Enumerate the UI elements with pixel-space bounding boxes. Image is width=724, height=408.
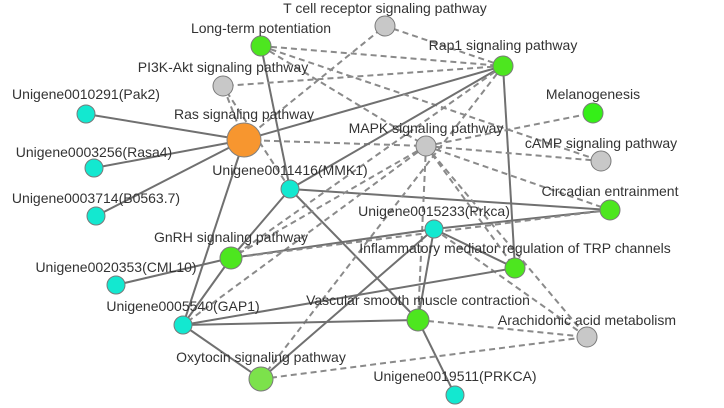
edge-prkca_ca-arach xyxy=(433,228,588,338)
edge-rap1-tcell xyxy=(384,25,504,67)
edge-rap1-oxy xyxy=(260,65,504,380)
edge-ras-gap1 xyxy=(182,139,245,326)
node-melano[interactable] xyxy=(582,102,604,124)
edge-ltp-rap1 xyxy=(260,45,504,67)
edge-mapk-arach xyxy=(425,145,588,338)
node-label-prkca_ca: Unigene0015233(Prkca) xyxy=(358,203,510,219)
node-rasa4[interactable] xyxy=(84,158,104,178)
node-ltp[interactable] xyxy=(250,35,272,57)
node-b0563[interactable] xyxy=(86,206,106,226)
edge-prkca_ca-inflam xyxy=(433,228,516,269)
edge-prkca_ca-oxy xyxy=(260,228,435,380)
node-label-gnrh: GnRH signaling pathway xyxy=(154,229,308,245)
node-label-pi3k: PI3K-Akt signaling pathway xyxy=(138,59,308,75)
edge-mapk-circ xyxy=(425,145,611,211)
edge-ras-mapk xyxy=(243,139,427,147)
edge-mmk1-gnrh xyxy=(230,188,291,259)
edge-layer xyxy=(85,25,611,396)
edge-mapk-gnrh xyxy=(230,145,427,259)
node-label-ras: Ras signaling pathway xyxy=(174,106,314,122)
edge-gap1-gnrh xyxy=(182,257,232,326)
label-layer: T cell receptor signaling pathwayLong-te… xyxy=(12,0,679,384)
edge-cml10-gnrh xyxy=(115,257,232,286)
node-label-camp: cAMP signaling pathway xyxy=(525,135,677,151)
node-circ[interactable] xyxy=(599,199,621,221)
node-label-arach: Arachidonic acid metabolism xyxy=(498,312,676,328)
node-mmk1[interactable] xyxy=(280,179,300,199)
node-ras[interactable] xyxy=(226,122,262,158)
node-gap1[interactable] xyxy=(173,315,193,335)
edge-circ-gnrh xyxy=(230,209,611,259)
node-label-b0563: Unigene0003714(B0563.7) xyxy=(12,190,180,206)
edge-gap1-vsmc xyxy=(182,319,419,326)
edge-mapk-gap1 xyxy=(182,145,427,326)
edge-prkca_ca-vsmc xyxy=(417,228,435,321)
edge-ras-rasa4 xyxy=(93,139,245,169)
node-label-gap1: Unigene0005540(GAP1) xyxy=(106,298,259,314)
edge-ras-rap1 xyxy=(243,65,504,141)
node-label-circ: Circadian entrainment xyxy=(542,183,679,199)
node-oxy[interactable] xyxy=(248,366,274,392)
node-label-vsmc: Vascular smooth muscle contraction xyxy=(306,292,530,308)
node-label-pak2: Unigene0010291(Pak2) xyxy=(12,86,160,102)
edge-mapk-inflam xyxy=(425,145,516,269)
node-pak2[interactable] xyxy=(76,104,96,124)
node-tcell[interactable] xyxy=(374,15,396,37)
node-gnrh[interactable] xyxy=(219,246,243,270)
node-prkca2[interactable] xyxy=(445,385,465,405)
node-camp[interactable] xyxy=(590,150,612,172)
node-inflam[interactable] xyxy=(504,257,526,279)
node-label-prkca2: Unigene0019511(PRKCA) xyxy=(373,368,536,384)
edge-ras-tcell xyxy=(243,25,386,141)
edge-ras-b0563 xyxy=(95,139,245,217)
node-label-mapk: MAPK signaling pathway xyxy=(349,120,504,136)
edge-mapk-melano xyxy=(425,112,594,147)
edge-vsmc-prkca2 xyxy=(417,319,456,396)
edge-mmk1-rap1 xyxy=(289,65,504,190)
edge-vsmc-arach xyxy=(417,319,588,338)
node-label-oxy: Oxytocin signaling pathway xyxy=(176,349,346,365)
edge-gap1-oxy xyxy=(182,324,262,380)
edge-oxy-arach xyxy=(260,336,588,380)
node-pi3k[interactable] xyxy=(212,75,234,97)
node-label-melano: Melanogenesis xyxy=(546,86,640,102)
edge-prkca_ca-gnrh xyxy=(230,228,435,259)
node-prkca_ca[interactable] xyxy=(424,219,444,239)
edge-ltp-mmk1 xyxy=(260,45,291,190)
edge-rap1-pi3k xyxy=(222,65,504,87)
node-rap1[interactable] xyxy=(492,55,514,77)
node-label-cml10: Unigene0020353(CML10) xyxy=(35,259,196,275)
node-mapk[interactable] xyxy=(415,135,437,157)
node-label-ltp: Long-term potentiation xyxy=(191,20,331,36)
edge-rap1-gnrh xyxy=(230,65,504,259)
node-label-tcell: T cell receptor signaling pathway xyxy=(283,0,487,16)
node-vsmc[interactable] xyxy=(406,308,430,332)
edge-rap1-inflam xyxy=(502,65,516,269)
edge-ltp-mapk xyxy=(260,45,427,147)
edge-ras-pak2 xyxy=(85,113,245,141)
node-label-rap1: Rap1 signaling pathway xyxy=(429,37,578,53)
node-layer xyxy=(76,15,621,405)
node-cml10[interactable] xyxy=(106,275,126,295)
edge-mapk-vsmc xyxy=(417,145,427,321)
node-arach[interactable] xyxy=(576,326,598,348)
edge-gap1-inflam xyxy=(182,267,516,326)
node-label-rasa4: Unigene0003256(Rasa4) xyxy=(16,144,172,160)
node-label-inflam: Inflammatory mediator regulation of TRP … xyxy=(359,240,671,256)
node-label-mmk1: Unigene0011416(MMK1) xyxy=(212,162,367,178)
edge-prkca_ca-circ xyxy=(433,209,611,230)
